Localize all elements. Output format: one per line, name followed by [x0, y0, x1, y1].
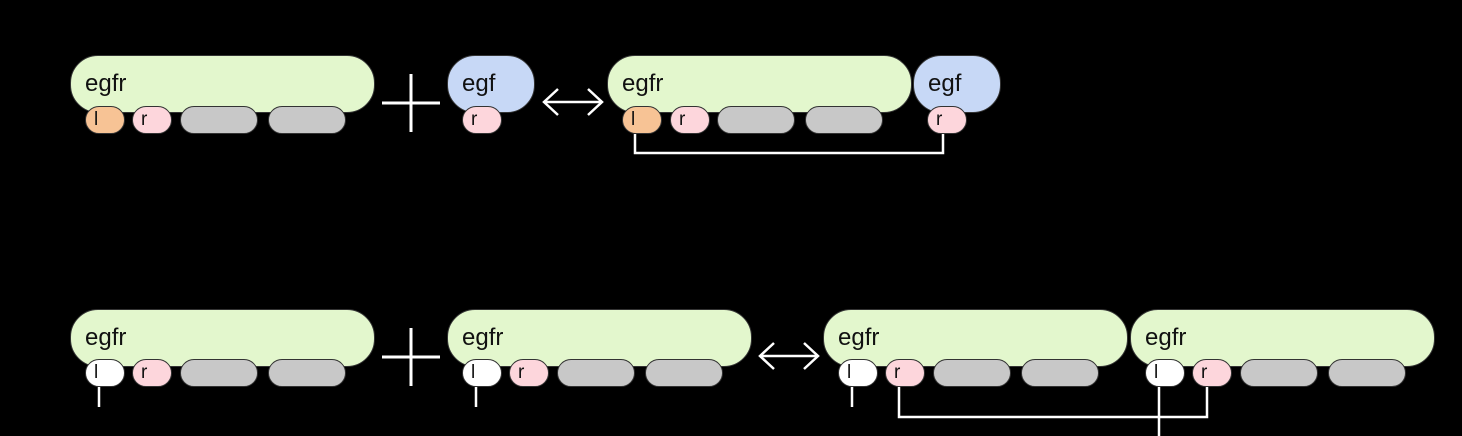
site-r: r: [1192, 359, 1232, 387]
site-label: r: [936, 109, 943, 130]
site-r: r: [670, 106, 710, 134]
molecule-label: egf: [462, 70, 496, 97]
site-r: r: [509, 359, 549, 387]
site-l: l: [85, 359, 125, 387]
site-r: r: [927, 106, 967, 134]
site-label: r: [518, 362, 525, 383]
site-label: l: [94, 362, 99, 383]
site-unnamed: [180, 106, 258, 134]
site-unnamed: [268, 359, 346, 387]
site-l: l: [622, 106, 662, 134]
egfr-molecule: egfr: [823, 309, 1128, 367]
site-unnamed: [1328, 359, 1406, 387]
site-unnamed: [805, 106, 883, 134]
site-unnamed: [1240, 359, 1318, 387]
site-label: l: [471, 362, 476, 383]
bond-egfr-r-egfr-r: [897, 387, 1209, 419]
site-label: l: [94, 109, 99, 130]
site-unnamed: [180, 359, 258, 387]
site-l: l: [838, 359, 878, 387]
molecule-label: egf: [928, 70, 962, 97]
site-label: r: [141, 109, 148, 130]
site-unnamed: [1021, 359, 1099, 387]
egf-molecule: egf: [447, 55, 535, 113]
site-l: l: [85, 106, 125, 134]
site-unnamed: [557, 359, 635, 387]
site-r: r: [885, 359, 925, 387]
site-label: r: [471, 109, 478, 130]
bond-egfr-l-egf-r: [633, 134, 945, 155]
molecule-label: egfr: [622, 70, 664, 97]
egfr-molecule: egfr: [70, 55, 375, 113]
reversible-arrow: [542, 88, 604, 116]
plus-sign: [382, 74, 440, 132]
site-label: r: [894, 362, 901, 383]
plus-sign: [382, 328, 440, 386]
molecule-label: egfr: [1145, 324, 1187, 351]
site-label: r: [1201, 362, 1208, 383]
site-l: l: [462, 359, 502, 387]
site-l: l: [1145, 359, 1185, 387]
site-unnamed: [645, 359, 723, 387]
molecule-label: egfr: [85, 324, 127, 351]
molecule-label: egfr: [838, 324, 880, 351]
egf-molecule: egf: [913, 55, 1001, 113]
site-r: r: [462, 106, 502, 134]
egfr-molecule: egfr: [607, 55, 912, 113]
site-r: r: [132, 359, 172, 387]
reversible-arrow: [758, 342, 820, 370]
site-unnamed: [933, 359, 1011, 387]
molecule-label: egfr: [85, 70, 127, 97]
site-label: l: [1154, 362, 1159, 383]
site-label: r: [679, 109, 686, 130]
site-unnamed: [717, 106, 795, 134]
molecule-label: egfr: [462, 324, 504, 351]
site-label: l: [631, 109, 636, 130]
site-label: l: [847, 362, 852, 383]
site-r: r: [132, 106, 172, 134]
site-unnamed: [268, 106, 346, 134]
site-label: r: [141, 362, 148, 383]
